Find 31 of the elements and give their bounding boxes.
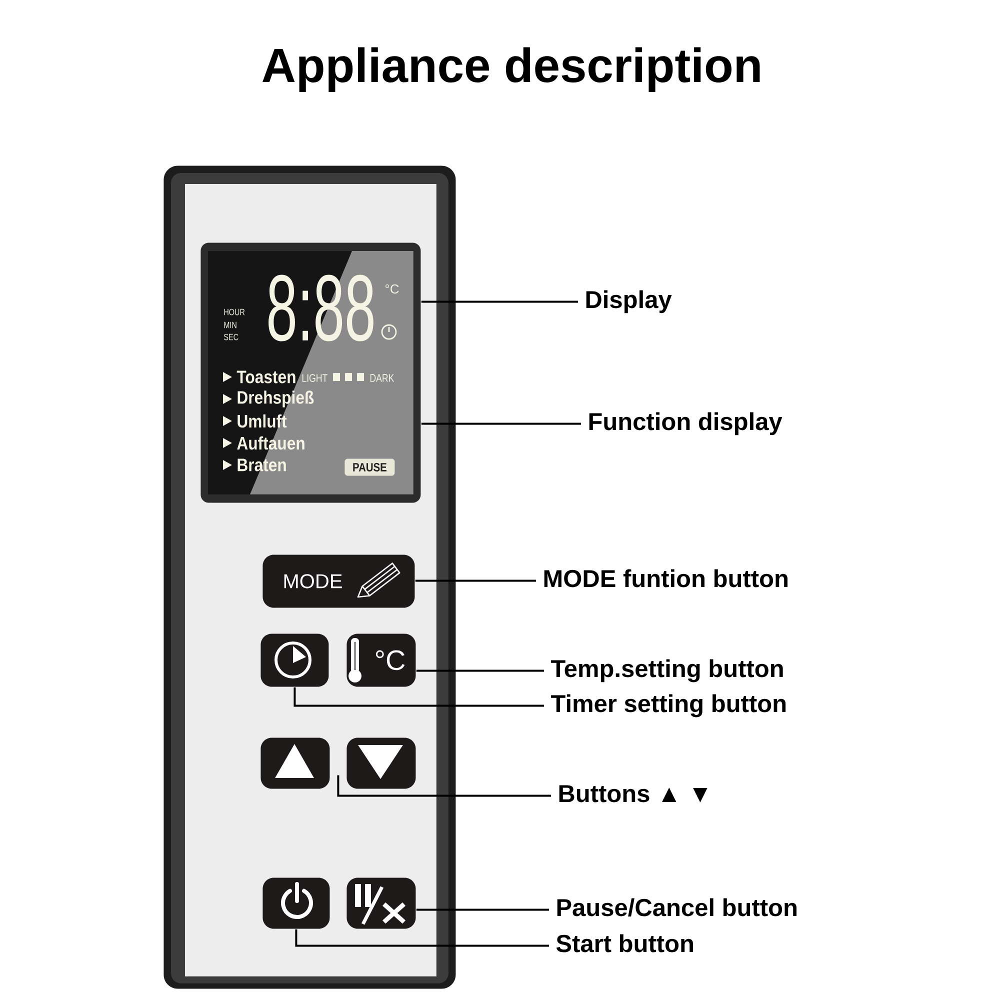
leader-line [421, 300, 578, 303]
callout-label: Temp.setting button [550, 659, 783, 682]
callout-label: MODE funtion button [544, 569, 788, 588]
mode-button: MODE [262, 554, 415, 608]
leader-line [294, 687, 544, 707]
menu-item: Toasten [236, 370, 296, 384]
leader-line [421, 422, 581, 425]
digit-readout: 8:88 [268, 274, 374, 342]
leader-line [416, 908, 549, 911]
pause-indicator: PAUSE [344, 458, 395, 476]
leader-line [295, 929, 549, 947]
unit-label: °C [385, 284, 399, 294]
leader-line [337, 775, 551, 797]
leader-line [415, 580, 536, 582]
callout-label: Display [586, 290, 672, 314]
scale-label: DARK [370, 374, 394, 382]
menu-item: Drehspieß [238, 390, 314, 408]
menu-item: Umluft [238, 414, 287, 428]
menu-item: Auftauen [237, 436, 304, 450]
leader-line [416, 670, 544, 672]
callout-label: Buttons ▲ ▼ [559, 785, 708, 802]
unit-label: MIN [224, 322, 236, 328]
unit-label: SEC [224, 334, 238, 340]
callout-label: Timer setting button [550, 694, 786, 718]
callout-label: Function display [589, 412, 782, 436]
callout-label: Pause/Cancel button [557, 898, 796, 916]
title: Appliance description [262, 47, 760, 92]
unit-label: HOUR [224, 308, 245, 316]
menu-item: Braten [238, 458, 286, 472]
callout-label: Start button [556, 934, 693, 952]
scale-label: LIGHT [302, 374, 328, 382]
